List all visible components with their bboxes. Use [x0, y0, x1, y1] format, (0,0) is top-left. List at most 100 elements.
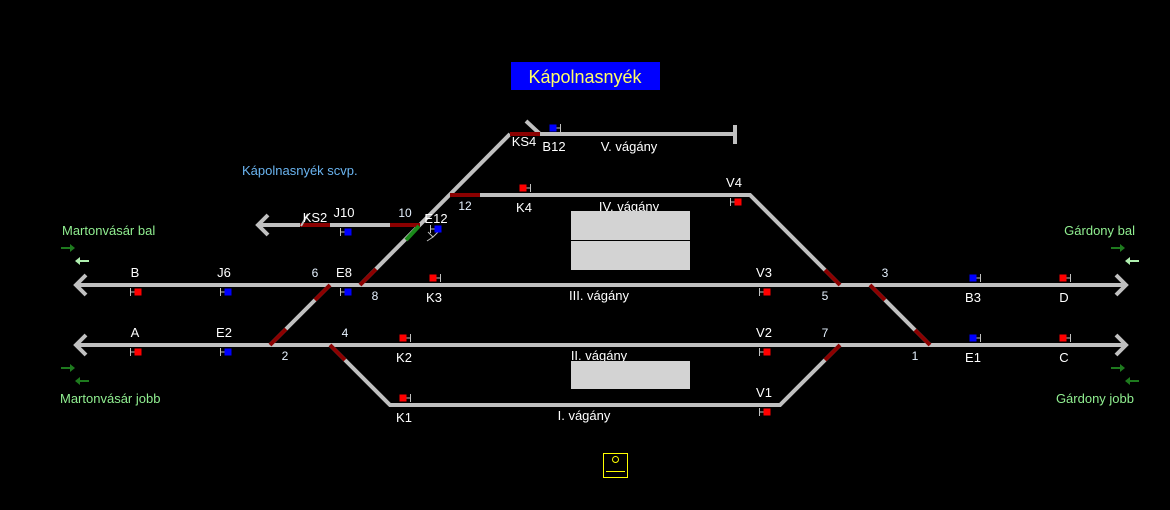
track-i[interactable] — [328, 343, 842, 407]
signal-lamp — [549, 124, 557, 132]
signal-a[interactable]: A — [130, 325, 142, 356]
signal-post-icon — [340, 288, 345, 296]
block-label-ks2: KS2 — [303, 210, 328, 225]
signal-e12[interactable]: E12 — [424, 211, 448, 233]
signal-k4[interactable]: K4 — [516, 184, 532, 215]
signal-post-icon — [1066, 334, 1071, 342]
switch-2[interactable]: 2 — [282, 349, 289, 363]
signal-lamp — [134, 288, 142, 296]
signal-lamp — [344, 288, 352, 296]
direction-gardony-bal[interactable]: Gárdony bal — [1064, 223, 1135, 238]
signal-post-icon — [526, 184, 531, 192]
signal-post-icon — [436, 274, 441, 282]
signal-post-icon — [759, 288, 764, 296]
signal-v2[interactable]: V2 — [756, 325, 772, 356]
signal-post-icon — [340, 228, 345, 236]
switch-7[interactable]: 7 — [822, 326, 829, 340]
signal-v4[interactable]: V4 — [726, 175, 742, 206]
diagonal-8-10-12[interactable] — [358, 132, 512, 287]
arrow-right-icon — [61, 244, 75, 252]
direction-martonvasar-jobb[interactable]: Martonvásár jobb — [60, 391, 160, 406]
signal-k2[interactable]: K2 — [396, 334, 412, 365]
signal-e2[interactable]: E2 — [216, 325, 232, 356]
signal-lamp — [399, 394, 407, 402]
station-info-icon[interactable] — [603, 453, 628, 478]
switch-10[interactable]: 10 — [398, 206, 412, 220]
direction-arrows — [61, 244, 1139, 385]
signal-j10[interactable]: J10 — [334, 205, 355, 236]
signal-d[interactable]: D — [1059, 274, 1071, 305]
signal-b[interactable]: B — [130, 265, 142, 296]
signal-label: K1 — [396, 410, 412, 425]
signal-label: J6 — [217, 265, 231, 280]
signal-post-icon — [406, 394, 411, 402]
switch-5[interactable]: 5 — [822, 289, 829, 303]
signal-label: E8 — [336, 265, 352, 280]
switch-8[interactable]: 8 — [372, 289, 379, 303]
arrow-left-icon — [75, 257, 89, 265]
signal-post-icon — [130, 288, 135, 296]
signal-post-icon — [759, 348, 764, 356]
signal-label: V4 — [726, 175, 742, 190]
signal-post-icon — [759, 408, 764, 416]
signal-v3[interactable]: V3 — [756, 265, 772, 296]
arrow-right-icon — [61, 364, 75, 372]
signal-label: K4 — [516, 200, 532, 215]
signal-k1[interactable]: K1 — [396, 394, 412, 425]
signal-k3[interactable]: K3 — [426, 274, 442, 305]
track-name-v: V. vágány — [601, 139, 658, 154]
signal-j6[interactable]: J6 — [217, 265, 232, 296]
signal-label: E2 — [216, 325, 232, 340]
track-layout — [73, 119, 1129, 407]
switch-12[interactable]: 12 — [458, 199, 472, 213]
signal-lamp — [969, 334, 977, 342]
signal-lamp — [734, 198, 742, 206]
signal-post-icon — [556, 124, 561, 132]
signal-lamp — [134, 348, 142, 356]
signal-label: A — [131, 325, 140, 340]
signal-label: K3 — [426, 290, 442, 305]
signal-post-icon — [976, 274, 981, 282]
signal-lamp — [224, 348, 232, 356]
signal-label: D — [1059, 290, 1068, 305]
signal-post-icon — [1066, 274, 1071, 282]
signal-lamp — [1059, 334, 1067, 342]
signal-lamp — [763, 408, 771, 416]
block-label-ks4: KS4 — [512, 134, 537, 149]
signal-post-icon — [730, 198, 735, 206]
signal-lamp — [763, 348, 771, 356]
signal-lamp — [969, 274, 977, 282]
station-title: Kápolnasnyék — [511, 62, 660, 90]
signal-b12[interactable]: B12 — [542, 124, 566, 154]
station-title-text: Kápolnasnyék — [528, 67, 642, 87]
direction-martonvasar-bal[interactable]: Martonvásár bal — [62, 223, 155, 238]
signal-b3[interactable]: B3 — [965, 274, 981, 305]
switch-1[interactable]: 1 — [912, 349, 919, 363]
signal-label: B3 — [965, 290, 981, 305]
signal-lamp — [1059, 274, 1067, 282]
signal-e8[interactable]: E8 — [336, 265, 352, 296]
signal-post-icon — [976, 334, 981, 342]
station-subtitle: Kápolnasnyék scvp. — [242, 163, 358, 178]
track-name-i: I. vágány — [558, 408, 611, 423]
signal-lamp — [519, 184, 527, 192]
direction-gardony-jobb[interactable]: Gárdony jobb — [1056, 391, 1134, 406]
signal-post-icon — [406, 334, 411, 342]
signal-lamp — [434, 225, 442, 233]
arrow-right-icon — [1111, 244, 1125, 252]
track-iv[interactable] — [450, 193, 842, 287]
signal-post-icon — [130, 348, 135, 356]
switch-4[interactable]: 4 — [342, 326, 349, 340]
signal-v1[interactable]: V1 — [756, 385, 772, 416]
signal-e1[interactable]: E1 — [965, 334, 981, 365]
switch-6[interactable]: 6 — [312, 266, 319, 280]
switch-3[interactable]: 3 — [882, 266, 889, 280]
signal-label: B — [131, 265, 140, 280]
signal-lamp — [763, 288, 771, 296]
signal-post-icon — [220, 348, 225, 356]
signal-c[interactable]: C — [1059, 334, 1071, 365]
signal-label: K2 — [396, 350, 412, 365]
arrow-left-icon — [1125, 257, 1139, 265]
e12-indicator-icon — [426, 231, 439, 242]
